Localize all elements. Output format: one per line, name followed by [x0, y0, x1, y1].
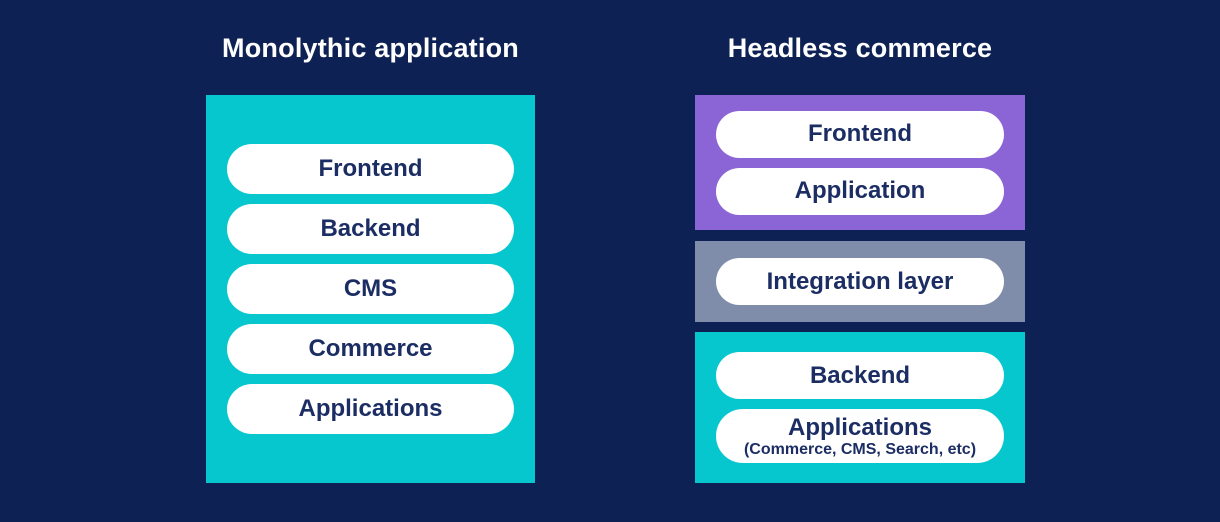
pill-headless-application: Application [716, 167, 1004, 215]
pill-headless-applications: Applications (Commerce, CMS, Search, etc… [716, 409, 1004, 463]
pill-integration-layer: Integration layer [716, 258, 1004, 305]
pill-monolith-applications: Applications [227, 384, 514, 434]
pill-headless-frontend: Frontend [716, 110, 1004, 158]
monolithic-box: Frontend Backend CMS Commerce Applicatio… [206, 95, 535, 483]
pill-monolith-frontend: Frontend [227, 144, 514, 194]
pill-monolith-cms: CMS [227, 264, 514, 314]
monolithic-column-title: Monolythic application [222, 33, 519, 63]
pill-monolith-commerce: Commerce [227, 324, 514, 374]
pill-label: CMS [343, 275, 398, 302]
pill-label: Applications [787, 413, 932, 441]
pill-label: Application [794, 177, 926, 204]
pill-label: Integration layer [766, 267, 954, 295]
pill-label: Commerce [308, 335, 433, 362]
pill-label: Applications [298, 395, 443, 422]
headless-column-title: Headless commerce [727, 33, 993, 63]
pill-label: Frontend [318, 155, 423, 182]
integration-layer-box: Integration layer [695, 241, 1025, 322]
pill-label: Backend [320, 215, 421, 242]
pill-sublabel: (Commerce, CMS, Search, etc) [743, 440, 977, 458]
backend-layer-box: Backend Applications (Commerce, CMS, Sea… [695, 332, 1025, 483]
pill-monolith-backend: Backend [227, 204, 514, 254]
pill-label: Frontend [808, 120, 912, 147]
pill-label: Backend [809, 361, 911, 389]
pill-headless-backend: Backend [716, 352, 1004, 399]
frontend-layer-box: Frontend Application [695, 95, 1025, 230]
